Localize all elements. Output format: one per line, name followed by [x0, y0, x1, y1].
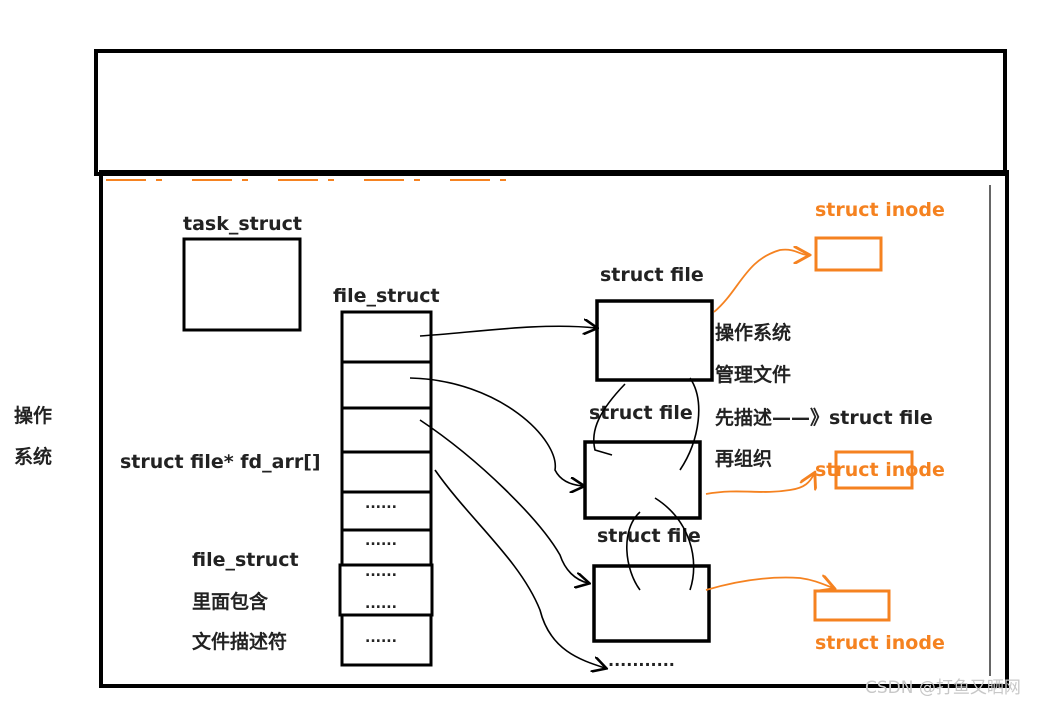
os-box — [99, 170, 1009, 688]
fd-to-more-arrow — [434, 469, 605, 668]
file-list-link-4 — [626, 511, 641, 591]
note-line-1: file_struct — [192, 549, 299, 571]
struct-file-label-3: struct file — [597, 525, 701, 547]
note-line-3: 文件描述符 — [192, 630, 287, 653]
inode-label-3: struct inode — [815, 632, 945, 654]
fd-array: ...... ...... ...... ...... ...... — [338, 310, 434, 667]
file-3-to-inode-arrow — [705, 578, 833, 591]
explain-line-4: 再组织 — [715, 447, 772, 470]
inode-box-2 — [834, 450, 914, 490]
fd-slot-dots: ...... — [365, 596, 397, 612]
file-2-to-inode-arrow — [705, 474, 814, 495]
explain-line-3: 先描述——》struct file — [715, 406, 933, 429]
task-struct-box — [182, 237, 302, 332]
file-list-link-2 — [679, 377, 700, 471]
fd-slot-dots: ...... — [365, 630, 397, 646]
struct-file-box-3 — [592, 564, 711, 643]
file-list-link-3 — [654, 497, 695, 591]
struct-file-label-2: struct file — [589, 402, 693, 424]
file-1-to-inode-arrow — [713, 250, 808, 313]
inode-box-3 — [813, 589, 891, 622]
inode-arrows — [705, 250, 833, 591]
task-struct-label: task_struct — [183, 213, 302, 235]
pointer-arrows — [409, 326, 700, 668]
fd-to-file-3-arrow — [419, 419, 588, 583]
fd-slot-dots: ...... — [365, 533, 397, 549]
explain-line-1: 操作系统 — [715, 321, 791, 344]
watermark: CSDN @打鱼又晒网 — [865, 678, 1021, 698]
inode-label-2: struct inode — [815, 459, 945, 481]
fd-slot — [340, 360, 433, 410]
fd-arr-label: struct file* fd_arr[] — [120, 451, 321, 473]
fd-slot — [340, 450, 433, 494]
file-struct-label: file_struct — [333, 285, 440, 307]
fd-slot-dots: ...... — [365, 564, 397, 580]
struct-file-box-1 — [595, 299, 714, 382]
fd-slot — [340, 613, 433, 667]
inode-label-1: struct inode — [815, 199, 945, 221]
fd-slot — [340, 310, 433, 364]
fd-slot-dots: ...... — [365, 496, 397, 512]
file-list-link-1 — [593, 383, 626, 456]
explain-line-2: 管理文件 — [715, 363, 791, 386]
note-line-2: 里面包含 — [192, 590, 269, 613]
more-files-dots: ........... — [608, 651, 675, 670]
fd-to-file-1-arrow — [419, 326, 596, 337]
os-label-1: 操作 — [14, 404, 52, 427]
struct-file-label-1: struct file — [600, 264, 704, 286]
inode-box-1 — [814, 236, 883, 272]
user-space-box — [94, 49, 1007, 176]
os-label-2: 系统 — [14, 445, 52, 468]
fd-to-file-2-arrow — [409, 377, 583, 486]
struct-file-box-2 — [583, 440, 702, 520]
fd-slot — [340, 406, 433, 454]
